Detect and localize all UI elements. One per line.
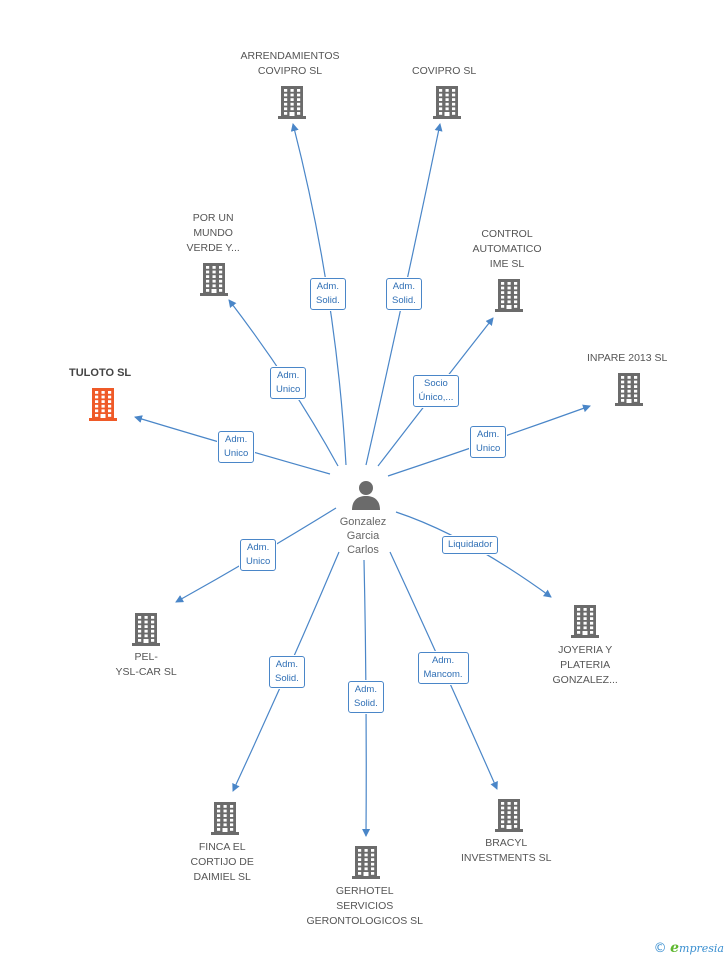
company-label-line: DAIMIEL SL (193, 871, 251, 883)
building-icon[interactable] (491, 797, 527, 833)
edge-label-arrendamientos[interactable]: Adm. Solid. (310, 278, 346, 310)
company-label-line: YSL-CAR SL (115, 666, 177, 678)
empresia-logo[interactable]: © empresia (654, 940, 724, 956)
building-icon[interactable] (196, 261, 232, 297)
edge-label-pel[interactable]: Adm. Unico (240, 539, 277, 571)
edge-label-tuloto[interactable]: Adm. Unico (218, 431, 255, 463)
company-label-inpare[interactable]: INPARE 2013 SL (587, 351, 667, 366)
building-icon[interactable] (274, 84, 310, 120)
edge-label-line: Socio (424, 378, 448, 389)
edge-label-inpare[interactable]: Adm. Unico (470, 426, 507, 458)
building-icon[interactable] (611, 371, 647, 407)
edge-label-line: Solid. (392, 295, 416, 306)
edge-label-line: Unico (224, 448, 249, 459)
company-label-line: ARRENDAMIENTOS (240, 50, 340, 62)
company-label-line: SERVICIOS (336, 900, 394, 912)
edge-label-line: Mancom. (423, 669, 463, 680)
edge-line-joyeria (395, 511, 552, 598)
copyright-symbol: © (653, 941, 667, 956)
building-icon[interactable] (128, 611, 164, 647)
building-icon[interactable] (348, 844, 384, 880)
company-label-line: COVIPRO SL (412, 65, 477, 77)
brand-name: mpresia (679, 942, 724, 955)
company-label-pel[interactable]: PEL- YSL-CAR SL (116, 650, 177, 680)
company-label-line: PEL- (134, 651, 158, 663)
center-person-name[interactable]: Gonzalez Garcia Carlos (323, 515, 403, 557)
company-label-joyeria[interactable]: JOYERIA Y PLATERIA GONZALEZ... (553, 643, 618, 688)
company-label-line: GERHOTEL (335, 885, 394, 897)
edge-label-covipro[interactable]: Adm. Solid. (386, 278, 422, 310)
company-label-line: IME SL (489, 258, 525, 270)
edge-label-por-un-mundo[interactable]: Adm. Unico (270, 367, 307, 399)
company-label-gerhotel[interactable]: GERHOTEL SERVICIOS GERONTOLOGICOS SL (307, 884, 424, 929)
company-label-line: BRACYL (485, 837, 528, 849)
company-label-line: JOYERIA Y (558, 644, 613, 656)
company-label-line: COVIPRO SL (257, 65, 323, 77)
company-label-line: CORTIJO DE (190, 856, 254, 868)
person-icon[interactable] (349, 478, 383, 512)
company-label-line: GERONTOLOGICOS SL (306, 915, 424, 927)
building-icon[interactable] (207, 800, 243, 836)
edge-label-line: Adm. (275, 659, 298, 670)
company-label-bracyl[interactable]: BRACYL INVESTMENTS SL (461, 836, 551, 866)
company-label-arrendamientos[interactable]: ARRENDAMIENTOS COVIPRO SL (241, 49, 340, 79)
center-name-line-3: Carlos (347, 544, 379, 556)
edge-label-line: Adm. (392, 281, 415, 292)
edge-label-line: Adm. (247, 542, 270, 553)
edge-label-line: Único,... (418, 392, 454, 403)
company-label-line: MUNDO (193, 227, 233, 239)
edge-label-joyeria[interactable]: Liquidador (442, 536, 499, 554)
company-label-line: PLATERIA (560, 659, 611, 671)
edge-label-line: Adm. (225, 434, 248, 445)
company-label-control[interactable]: CONTROL AUTOMATICO IME SL (473, 227, 542, 272)
edge-label-line: Solid. (354, 698, 378, 709)
edge-label-line: Solid. (275, 673, 299, 684)
company-label-line: TULOTO SL (69, 367, 132, 379)
edge-label-line: Adm. (431, 655, 455, 666)
company-label-line: INPARE 2013 SL (587, 352, 668, 364)
edge-label-finca[interactable]: Adm. Solid. (269, 656, 305, 688)
brand-initial: e (670, 940, 680, 956)
center-name-line-2: Garcia (346, 530, 380, 542)
company-label-line: GONZALEZ... (552, 674, 618, 686)
edge-label-line: Adm. (277, 370, 300, 381)
company-label-line: FINCA EL (198, 841, 246, 853)
building-icon[interactable] (491, 277, 527, 313)
company-label-line: INVESTMENTS SL (461, 852, 552, 864)
edge-label-line: Liquidador (448, 539, 493, 550)
edge-label-line: Adm. (354, 684, 377, 695)
company-label-line: POR UN (192, 212, 234, 224)
edge-label-gerhotel[interactable]: Adm. Solid. (348, 681, 384, 713)
edge-label-line: Adm. (477, 429, 500, 440)
edge-label-line: Solid. (316, 295, 340, 306)
edge-label-line: Adm. (316, 281, 339, 292)
edge-label-line: Unico (476, 443, 501, 454)
company-label-line: AUTOMATICO (472, 243, 542, 255)
company-label-covipro[interactable]: COVIPRO SL (412, 64, 476, 79)
edge-label-bracyl[interactable]: Adm. Mancom. (417, 652, 469, 684)
company-label-line: CONTROL (481, 228, 533, 240)
edge-label-line: Unico (246, 556, 271, 567)
company-label-finca[interactable]: FINCA EL CORTIJO DE DAIMIEL SL (191, 840, 254, 885)
edge-label-line: Unico (276, 384, 301, 395)
company-label-por-un-mundo[interactable]: POR UN MUNDO VERDE Y... (187, 211, 240, 256)
center-name-line-1: Gonzalez (339, 516, 387, 528)
building-icon[interactable] (567, 603, 603, 639)
building-icon[interactable] (85, 386, 121, 422)
building-icon[interactable] (429, 84, 465, 120)
company-label-tuloto[interactable]: TULOTO SL (69, 366, 131, 381)
company-label-line: VERDE Y... (186, 242, 240, 254)
